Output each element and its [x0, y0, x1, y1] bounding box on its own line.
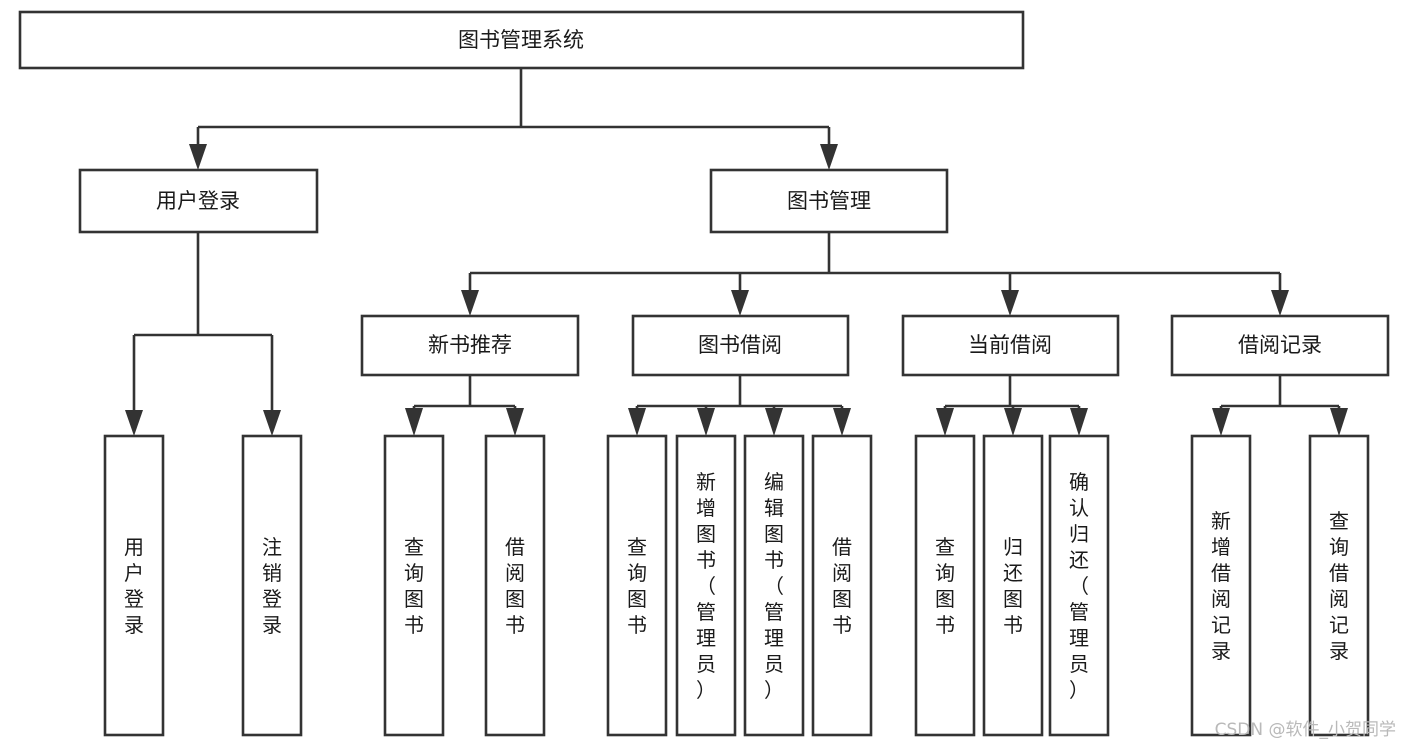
node-leaf-query-book-1[interactable]: 查询图书 — [383, 434, 445, 737]
current-borrow-label: 当前借阅 — [968, 333, 1052, 357]
arrow-to-leaf-borrow-book-2 — [833, 408, 851, 436]
arrow-to-leaf-borrow-book-1 — [506, 408, 524, 436]
csdn-watermark: CSDN @软件_小贺同学 — [1215, 720, 1396, 740]
leaf-confirm-return-box[interactable] — [1048, 434, 1110, 737]
node-leaf-query-record[interactable]: 查询借阅记录 — [1308, 434, 1370, 737]
arrow-to-new-book-recommend — [461, 290, 479, 316]
leaf-borrow-book-1-box[interactable] — [484, 434, 546, 737]
leaf-add-record-label: 新增借阅记录 — [1211, 509, 1231, 663]
root-box[interactable] — [18, 10, 1025, 70]
arrow-to-leaf-add-record — [1212, 408, 1230, 436]
leaf-add-book-box[interactable] — [675, 434, 737, 737]
arrow-to-book-borrow — [731, 290, 749, 316]
node-book-management[interactable]: 图书管理 — [709, 168, 949, 234]
leaf-confirm-return-label: 确认归还（管理员） — [1069, 470, 1089, 702]
leaf-return-book-label: 归还图书 — [1003, 535, 1023, 637]
leaf-nodes-layer: 用户登录 注销登录 查询图书 借阅图书 查询图书 新增图书（管理员） 编辑图书（管理员） 借阅… — [103, 434, 1370, 737]
node-leaf-confirm-return[interactable]: 确认归还（管理员） — [1048, 434, 1110, 737]
node-leaf-return-book[interactable]: 归还图书 — [982, 434, 1044, 737]
node-leaf-add-record[interactable]: 新增借阅记录 — [1190, 434, 1252, 737]
leaf-logout-label: 注销登录 — [262, 535, 282, 637]
leaf-borrow-book-2-label: 借阅图书 — [832, 535, 852, 637]
borrow-record-box[interactable] — [1170, 314, 1390, 377]
current-borrow-box[interactable] — [901, 314, 1120, 377]
node-leaf-logout[interactable]: 注销登录 — [241, 434, 303, 737]
node-user-login[interactable]: 用户登录 — [78, 168, 319, 234]
borrow-record-label: 借阅记录 — [1238, 333, 1322, 357]
leaf-query-book-2-label: 查询图书 — [627, 535, 647, 637]
leaf-query-book-1-label: 查询图书 — [404, 535, 424, 637]
leaf-add-record-box[interactable] — [1190, 434, 1252, 737]
leaf-query-book-2-box[interactable] — [606, 434, 668, 737]
arrow-to-leaf-return-book — [1004, 408, 1022, 436]
node-new-book-recommend[interactable]: 新书推荐 — [360, 314, 580, 377]
leaf-logout-box[interactable] — [241, 434, 303, 737]
leaf-edit-book-label: 编辑图书（管理员） — [764, 470, 784, 702]
leaf-return-book-box[interactable] — [982, 434, 1044, 737]
user-login-label: 用户登录 — [156, 189, 240, 213]
arrow-to-leaf-query-book-1 — [405, 408, 423, 436]
node-leaf-query-book-2[interactable]: 查询图书 — [606, 434, 668, 737]
node-leaf-user-login[interactable]: 用户登录 — [103, 434, 165, 737]
leaf-query-record-label: 查询借阅记录 — [1329, 509, 1349, 663]
leaf-borrow-book-2-box[interactable] — [811, 434, 873, 737]
leaf-query-book-1-box[interactable] — [383, 434, 445, 737]
node-leaf-borrow-book-1[interactable]: 借阅图书 — [484, 434, 546, 737]
node-current-borrow[interactable]: 当前借阅 — [901, 314, 1120, 377]
node-leaf-add-book[interactable]: 新增图书（管理员） — [675, 434, 737, 737]
node-borrow-record[interactable]: 借阅记录 — [1170, 314, 1390, 377]
book-borrow-label: 图书借阅 — [698, 333, 782, 357]
node-leaf-edit-book[interactable]: 编辑图书（管理员） — [743, 434, 805, 737]
book-borrow-box[interactable] — [631, 314, 850, 377]
leaf-edit-book-box[interactable] — [743, 434, 805, 737]
arrow-to-leaf-add-book — [697, 408, 715, 436]
arrow-to-leaf-query-book-3 — [936, 408, 954, 436]
arrow-to-leaf-user-login — [125, 410, 143, 436]
arrow-to-leaf-confirm-return — [1070, 408, 1088, 436]
arrow-to-leaf-logout — [263, 410, 281, 436]
node-book-borrow[interactable]: 图书借阅 — [631, 314, 850, 377]
node-leaf-borrow-book-2[interactable]: 借阅图书 — [811, 434, 873, 737]
node-root[interactable]: 图书管理系统 — [18, 10, 1025, 70]
leaf-borrow-book-1-label: 借阅图书 — [505, 535, 525, 637]
arrow-to-current-borrow — [1001, 290, 1019, 316]
leaf-query-book-3-label: 查询图书 — [935, 535, 955, 637]
arrow-to-user-login — [189, 144, 207, 170]
user-login-box[interactable] — [78, 168, 319, 234]
arrow-to-borrow-record — [1271, 290, 1289, 316]
new-book-recommend-label: 新书推荐 — [428, 333, 512, 357]
leaf-query-book-3-box[interactable] — [914, 434, 976, 737]
book-management-label: 图书管理 — [787, 189, 871, 213]
edges-layer — [125, 68, 1348, 436]
arrow-to-leaf-query-book-2 — [628, 408, 646, 436]
arrow-to-leaf-query-record — [1330, 408, 1348, 436]
arrow-to-leaf-edit-book — [765, 408, 783, 436]
leaf-query-record-box[interactable] — [1308, 434, 1370, 737]
new-book-recommend-box[interactable] — [360, 314, 580, 377]
book-management-box[interactable] — [709, 168, 949, 234]
arrow-to-book-management — [820, 144, 838, 170]
leaf-add-book-label: 新增图书（管理员） — [696, 470, 716, 702]
leaf-user-login-label: 用户登录 — [124, 535, 144, 637]
root-label: 图书管理系统 — [458, 28, 584, 52]
node-leaf-query-book-3[interactable]: 查询图书 — [914, 434, 976, 737]
leaf-user-login-box[interactable] — [103, 434, 165, 737]
